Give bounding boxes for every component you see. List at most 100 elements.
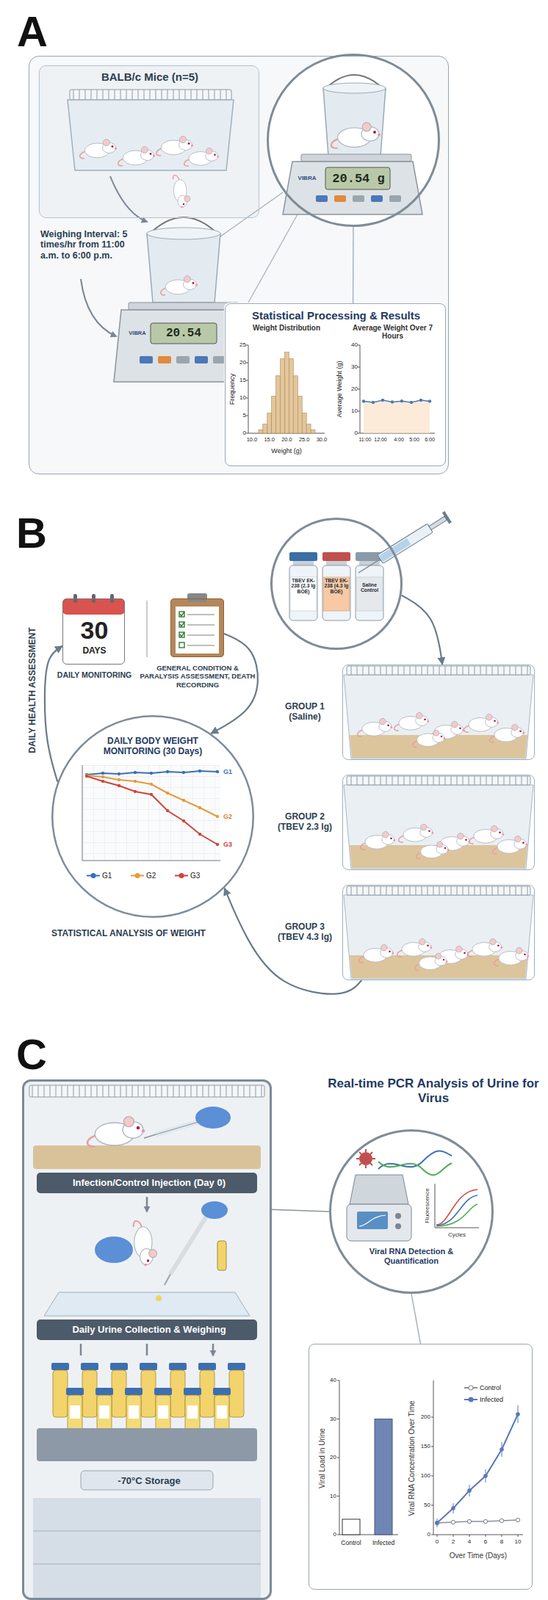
circle-outline [271,519,402,650]
axis-tick: 25 [239,341,247,349]
vial-circle: TBEV EK-238 (2.3 lg BOE)TBEV EK-238 (4.3… [270,517,403,651]
axis-tick: 20.0 [281,437,293,444]
axis-tick: 200 [420,1414,431,1421]
connector [352,226,355,304]
axis-tick: 150 [420,1443,431,1451]
scale-readout: 20.54 [166,326,202,341]
node-text: A [16,8,61,56]
axis-tick: 10 [239,394,247,402]
circle-outline [330,1131,493,1294]
node-text: Cycles [448,1231,466,1239]
node-text: Viral RNA Concentration Over Time [407,1400,417,1517]
axis-tick: 0 [435,1538,439,1546]
node-text: GROUP 2 (TBEV 2.3 lg) [271,812,339,834]
axis-tick: 0 [427,1531,431,1539]
group-cage: GROUP 1 (Saline) [342,664,535,761]
legend-text: G3 [190,871,200,881]
axis-tick: 0 [354,429,358,437]
axis-tick: 5:00 [409,437,420,443]
node-text: DAILY BODY WEIGHT MONITORING (30 Days) [86,736,219,758]
chart-title: Weight Distribution [242,323,331,333]
node-text: GROUP 1 (Saline) [271,702,339,723]
panel-letter: C [16,1031,61,1079]
legend-item: G1 [86,871,112,881]
collection-cage: Infection/Control Injection (Day 0)Daily… [22,1079,272,1600]
axis-tick: 30 [329,1416,337,1423]
series-label: G2 [223,813,233,821]
legend-swatch [464,1396,478,1404]
axis-title: Average Weight (g) [335,360,344,418]
node-text: GENERAL CONDITION & PARALYSIS ASSESSMENT… [138,664,257,690]
axis-tick: 4 [467,1538,471,1546]
cage-box: BALB/c Mice (n=5) [38,65,260,219]
axis-tick: 12:00 [373,437,388,443]
node-text: -70°C Storage [83,1476,216,1488]
cycle-label: DAILY HEALTH ASSESSMENT [27,627,39,753]
node-text: Saline Control [356,582,383,594]
pcr-circle: Viral RNA Detection & QuantificationFluo… [329,1129,494,1295]
axis-tick: 2 [451,1538,455,1546]
axis-tick: 100 [420,1472,431,1480]
node-text: Statistical Processing & Results [225,309,447,322]
axis-tick: 20 [239,359,247,366]
brand-label: VIBRA [128,330,146,338]
axis-tick: 20 [351,385,358,393]
axis-tick: 15 [239,376,247,384]
node-text: Over Time (Days) [449,1552,507,1561]
legend-swatch [130,871,144,880]
axis-tick: 6:00 [424,437,435,443]
axis-tick: 5 [243,412,247,419]
axis-tick: 4:00 [393,437,405,443]
chart-box: Viral Load in Urine Viral RNA Concentrati… [308,1344,533,1591]
axis-tick: 10 [351,407,358,415]
axis-tick: 30 [351,363,358,371]
axis-tick: 8 [500,1538,504,1546]
panel-letter: B [16,509,61,557]
axis-tick: 10 [329,1493,337,1501]
legend-text: Control [479,1384,501,1393]
axis-tick: 50 [423,1502,431,1509]
node-text: DAYS [63,646,126,657]
connector [44,646,63,783]
connector [411,1294,421,1345]
node-text: Viral RNA Detection & Quantification [356,1247,467,1266]
legend-text: Infected [479,1396,504,1404]
section-title: Real-time PCR Analysis of Urine for Viru… [326,1076,540,1108]
group-cage: GROUP 3 (TBEV 4.3 lg) [342,885,535,981]
category-label: Control [340,1540,361,1548]
node-text: Daily Urine Collection & Weighing [38,1325,260,1337]
connector [271,1209,330,1213]
group-cage: GROUP 2 (TBEV 2.3 lg) [342,774,535,871]
axis-tick: 10.0 [246,437,258,444]
axis-tick: 30.0 [316,437,328,444]
node-text: GROUP 3 (TBEV 4.3 lg) [271,922,339,944]
axis-tick: 0 [333,1531,337,1539]
connector [224,888,363,995]
node-text: 20.54 g [332,171,385,187]
clipboard-icon: GENERAL CONDITION & PARALYSIS ASSESSMENT… [170,598,225,658]
weighing-note: Weighing Interval: 5 times/hr from 11:00… [40,229,144,261]
node-text: TBEV EK-238 (2.3 lg BOE) [290,578,317,595]
axis-title: Weight (g) [271,447,302,455]
node-text: Viral Load in Urine [318,1428,327,1490]
circle-outline [268,55,440,227]
node-text: 30 [63,617,126,645]
axis-tick: 11:00 [359,437,372,443]
category-label: Infected [372,1540,395,1548]
circle-outline [329,1129,494,1295]
legend-swatch [86,871,100,880]
series-label: G1 [223,768,233,776]
axis-tick: 25.0 [298,437,310,444]
axis-tick: 20 [329,1454,337,1462]
axis-title: Frequency [228,373,236,406]
legend-text: G2 [146,871,156,881]
legend-item: Infected [464,1396,504,1404]
axis-tick: 10 [514,1538,522,1546]
legend-text: G1 [102,871,112,881]
axis-tick: 40 [329,1377,337,1384]
zoom-circle: 20.54 g [266,53,441,227]
node-text: BALB/c Mice (n=5) [39,70,261,84]
cycle-label: STATISTICAL ANALYSIS OF WEIGHT [51,929,206,940]
calendar-icon: 30DAYSDAILY MONITORING [62,598,125,665]
legend-item: Control [464,1384,501,1393]
